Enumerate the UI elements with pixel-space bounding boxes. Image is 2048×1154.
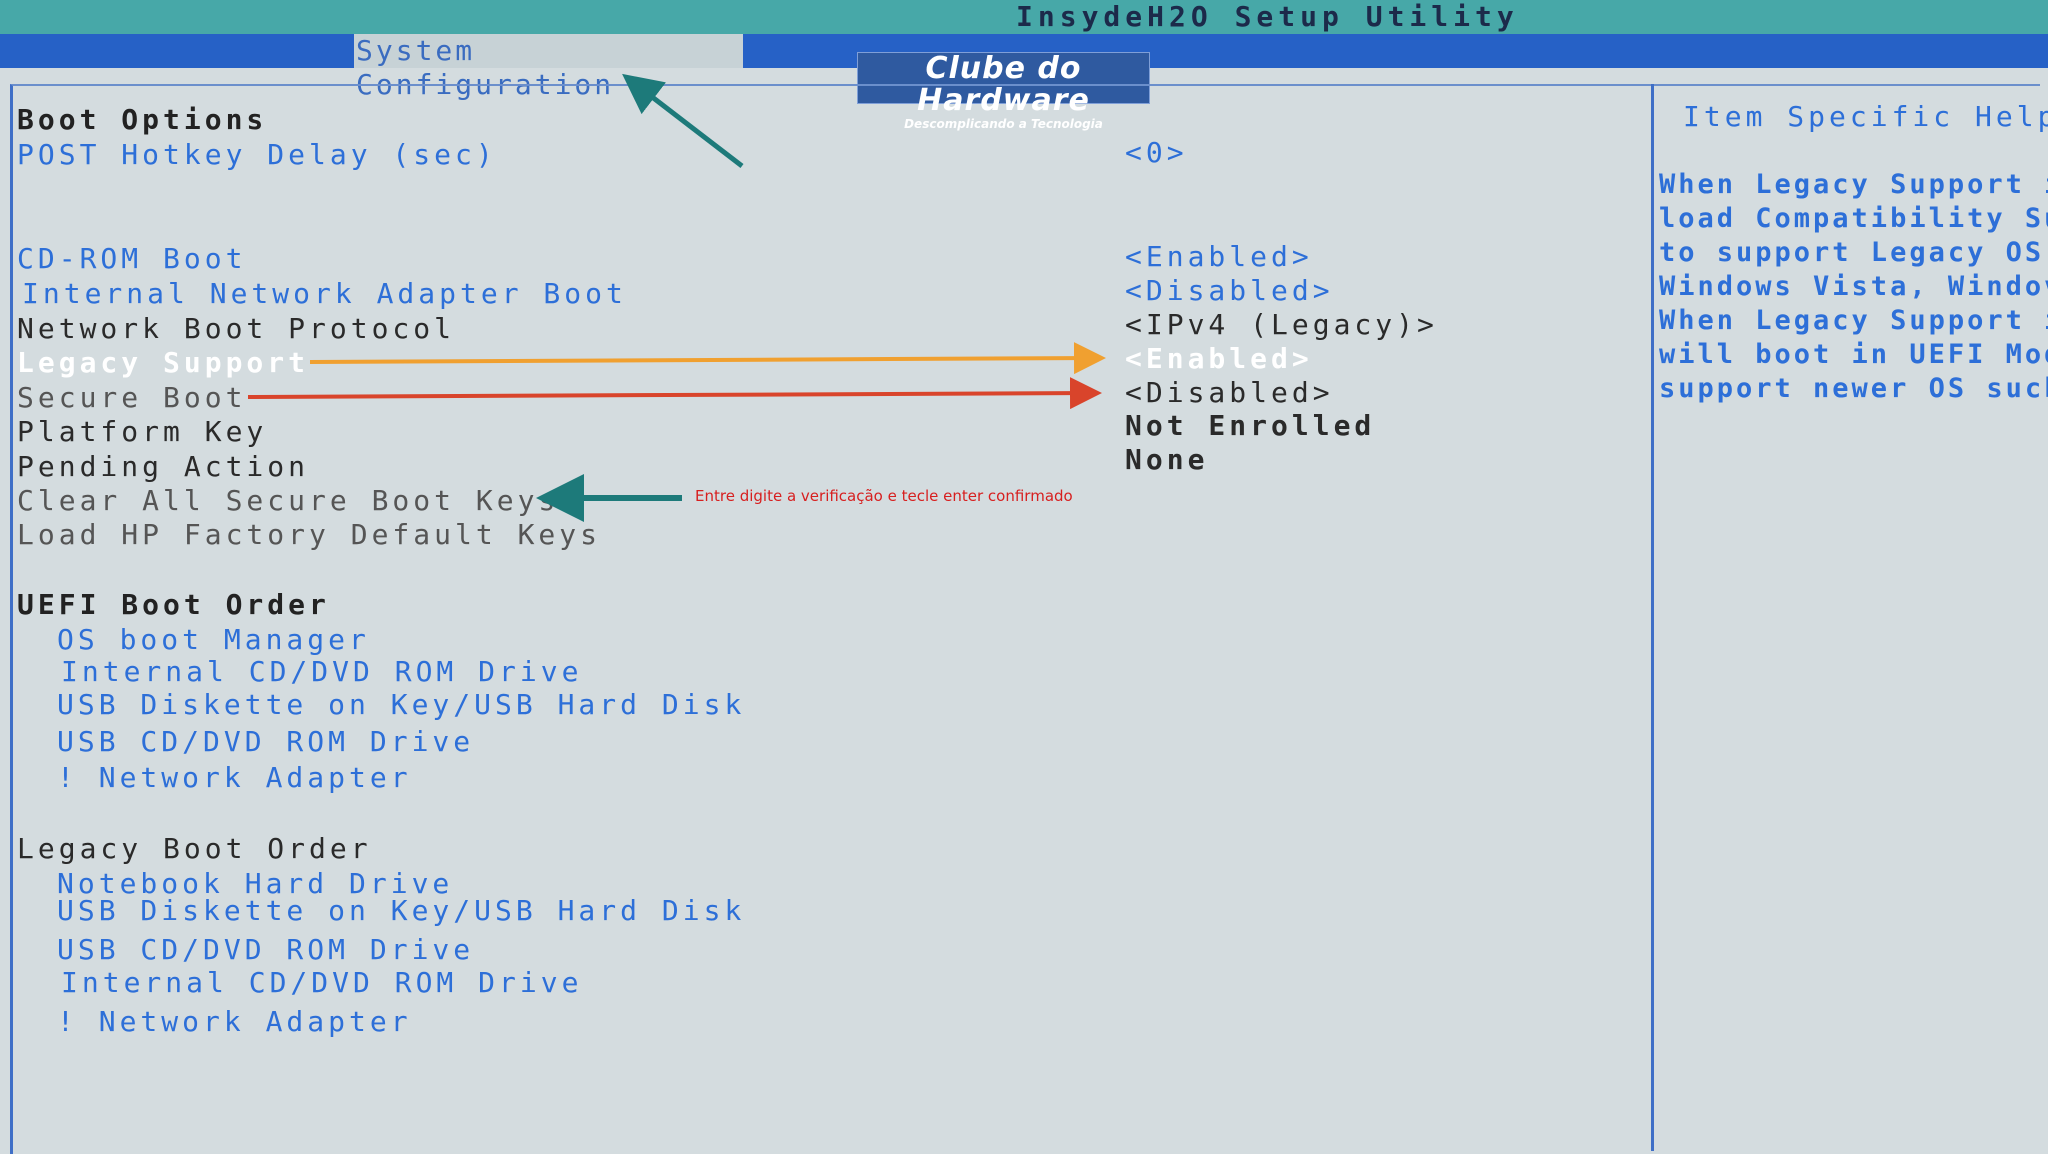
setting-clear-all-secure-boot-keys[interactable]: Clear All Secure Boot Keys xyxy=(17,484,560,517)
setting-pending-action: Pending Action xyxy=(17,450,310,483)
setting-load-hp-factory-default-keys[interactable]: Load HP Factory Default Keys xyxy=(17,518,602,551)
uefi-boot-item[interactable]: USB Diskette on Key/USB Hard Disk xyxy=(57,688,746,721)
help-line: support newer OS such xyxy=(1659,373,2048,404)
arrow-to-legacy-support-value xyxy=(309,342,1106,375)
help-line: When Legacy Support i xyxy=(1659,305,2048,336)
value-network-boot-protocol[interactable]: <IPv4 (Legacy)> xyxy=(1125,308,1438,341)
uefi-boot-item[interactable]: Internal CD/DVD ROM Drive xyxy=(61,655,583,688)
uefi-boot-item[interactable]: OS boot Manager xyxy=(57,623,370,656)
value-cdrom-boot[interactable]: <Enabled> xyxy=(1125,240,1313,273)
arrow-to-system-configuration-tab xyxy=(622,73,744,168)
help-line: load Compatibility Su xyxy=(1659,203,2048,234)
help-line: will boot in UEFI Mod xyxy=(1659,339,2048,370)
legacy-boot-item[interactable]: ! Network Adapter xyxy=(57,1005,412,1038)
value-platform-key: Not Enrolled xyxy=(1125,409,1376,442)
help-line: Windows Vista, Windov xyxy=(1659,271,2048,302)
legacy-boot-item[interactable]: USB CD/DVD ROM Drive xyxy=(57,933,475,966)
help-line: to support Legacy OS xyxy=(1659,237,2045,268)
value-legacy-support[interactable]: <Enabled> xyxy=(1125,342,1313,375)
setting-network-boot-protocol[interactable]: Network Boot Protocol xyxy=(17,312,456,345)
content-frame xyxy=(10,84,2040,1154)
setting-platform-key: Platform Key xyxy=(17,415,268,448)
section-boot-options: Boot Options xyxy=(17,103,268,136)
section-uefi-boot-order: UEFI Boot Order xyxy=(17,588,330,621)
value-post-hotkey-delay[interactable]: <0> xyxy=(1125,136,1188,169)
title-bar: InsydeH2O Setup Utility xyxy=(0,0,2048,34)
legacy-boot-item[interactable]: USB Diskette on Key/USB Hard Disk xyxy=(57,894,746,927)
setting-secure-boot[interactable]: Secure Boot xyxy=(17,381,247,414)
help-divider xyxy=(1651,84,1654,1151)
uefi-boot-item[interactable]: ! Network Adapter xyxy=(57,761,412,794)
help-title: Item Specific Help xyxy=(1683,100,2048,133)
legacy-boot-item[interactable]: Notebook Hard Drive xyxy=(57,867,454,900)
setting-post-hotkey-delay[interactable]: POST Hotkey Delay (sec) xyxy=(17,138,497,171)
section-legacy-boot-order: Legacy Boot Order xyxy=(17,832,372,865)
help-line: When Legacy Support i xyxy=(1659,169,2048,200)
value-internal-network-adapter-boot[interactable]: <Disabled> xyxy=(1125,274,1334,307)
value-secure-boot[interactable]: <Disabled> xyxy=(1125,376,1334,409)
arrow-to-secure-boot-value xyxy=(247,377,1102,410)
legacy-boot-item[interactable]: Internal CD/DVD ROM Drive xyxy=(61,966,583,999)
annotation-text: Entre digite a verificação e tecle enter… xyxy=(695,487,1073,505)
value-pending-action: None xyxy=(1125,443,1209,476)
watermark-main: Clube do Hardware xyxy=(917,51,1090,118)
watermark-sub: Descomplicando a Tecnologia xyxy=(904,117,1103,131)
uefi-boot-item[interactable]: USB CD/DVD ROM Drive xyxy=(57,725,475,758)
setting-legacy-support[interactable]: Legacy Support xyxy=(17,346,310,379)
setting-internal-network-adapter-boot[interactable]: Internal Network Adapter Boot xyxy=(22,277,627,310)
app-title: InsydeH2O Setup Utility xyxy=(1016,0,1519,33)
clube-do-hardware-watermark: Clube do Hardware Descomplicando a Tecno… xyxy=(857,52,1150,131)
setting-cdrom-boot[interactable]: CD-ROM Boot xyxy=(17,242,247,275)
